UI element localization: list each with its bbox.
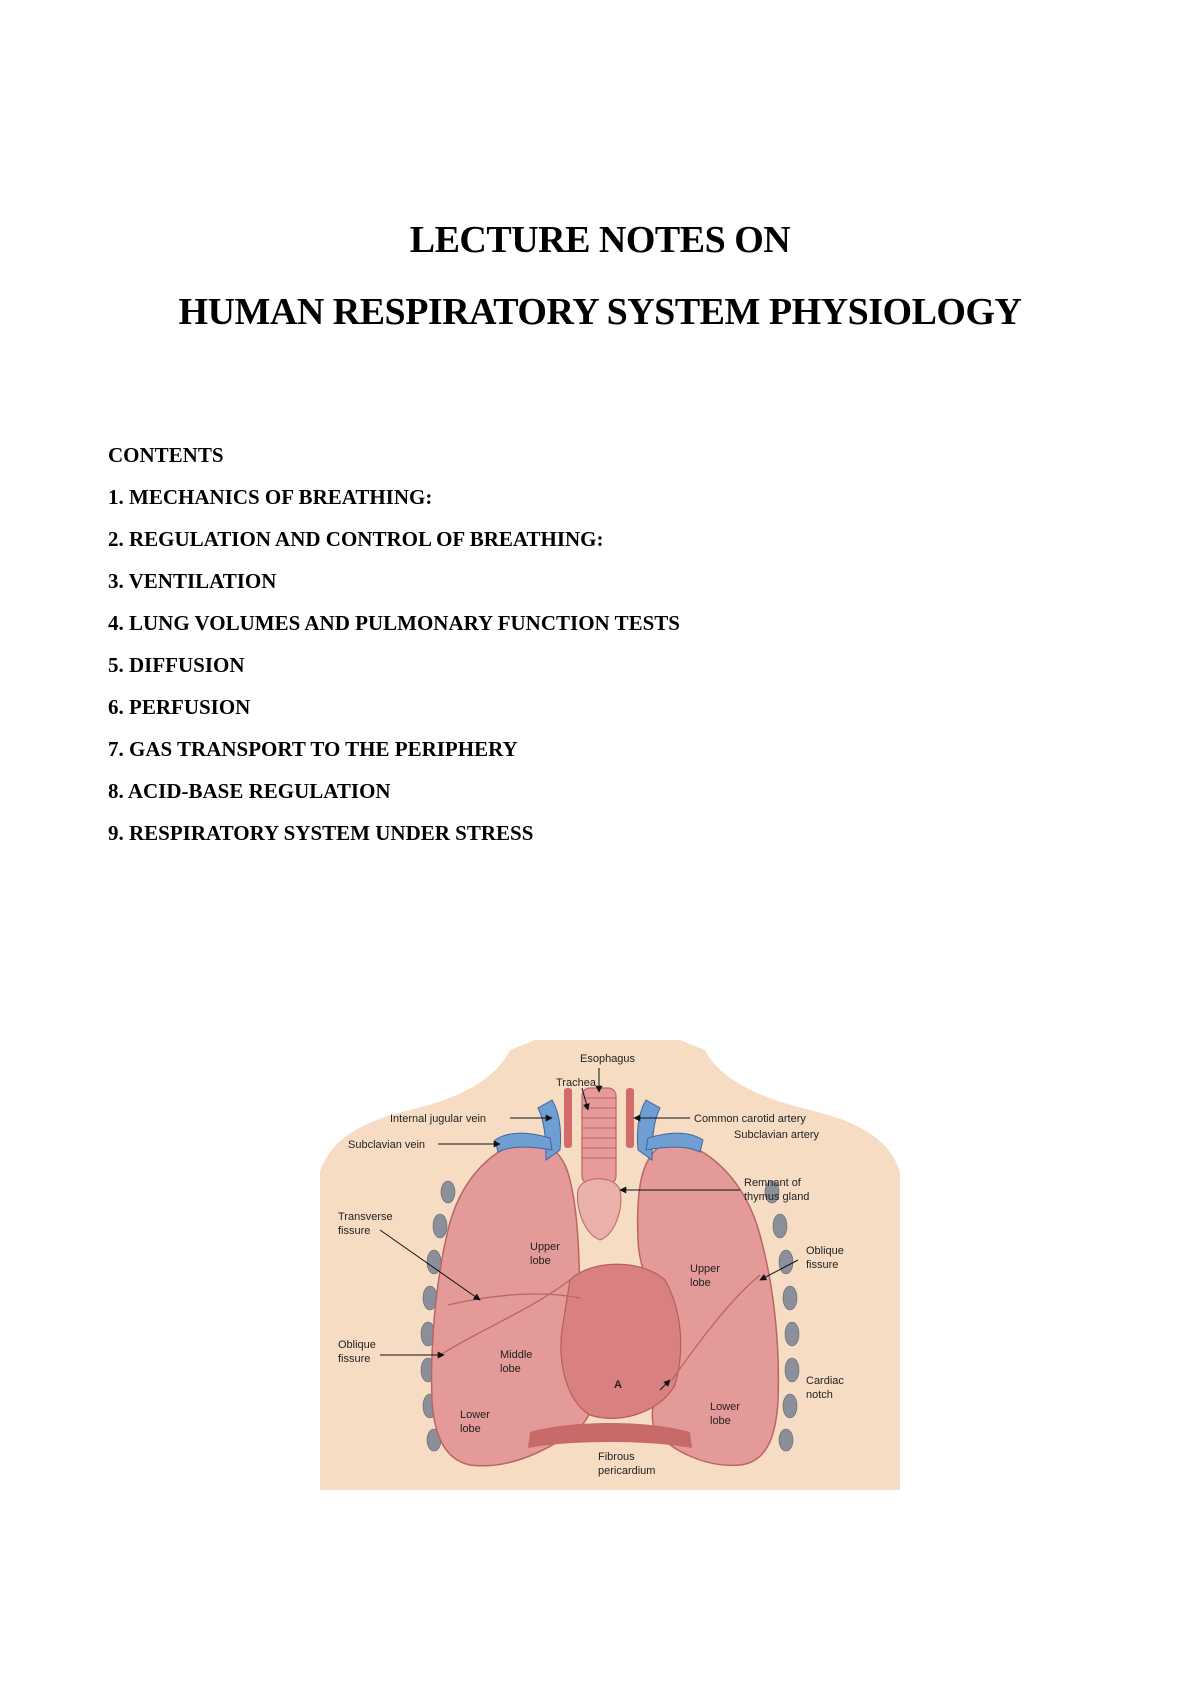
right-lung [430,1139,595,1467]
contents-item: 8. ACID-BASE REGULATION [108,779,391,803]
title-line-1: LECTURE NOTES ON [409,219,791,261]
label-oblique-fissure-left-2: fissure [806,1259,838,1271]
label-fibrous-pericardium-1: Fibrous [598,1451,635,1463]
label-trachea: Trachea [556,1077,597,1089]
contents-heading: CONTENTS [108,443,224,467]
table-of-contents: CONTENTS 1. MECHANICS OF BREATHING: 2. R… [108,442,680,862]
label-remnant-thymus-1: Remnant of [744,1177,802,1189]
label-cardiac-notch-1: Cardiac [806,1375,844,1387]
label-upper-lobe-right-1: Upper [530,1241,560,1253]
label-oblique-fissure-right-2: fissure [338,1353,370,1365]
label-apex-marker: A [614,1379,622,1391]
trachea [581,1087,617,1185]
contents-item: 1. MECHANICS OF BREATHING: [108,485,433,509]
lung-anatomy-illustration: Esophagus Trachea Internal jugular vein … [320,1040,900,1490]
title-line-2: HUMAN RESPIRATORY SYSTEM PHYSIOLOGY [178,291,1022,333]
label-subclavian-vein: Subclavian vein [348,1139,425,1151]
lung-anatomy-figure: Esophagus Trachea Internal jugular vein … [320,1040,900,1490]
label-lower-lobe-right-2: lobe [460,1423,481,1435]
contents-item: 5. DIFFUSION [108,653,245,677]
contents-item: 6. PERFUSION [108,695,251,719]
label-lower-lobe-left-2: lobe [710,1415,731,1427]
label-upper-lobe-left-1: Upper [690,1263,720,1275]
label-subclavian-artery: Subclavian artery [734,1129,819,1141]
label-middle-lobe-2: lobe [500,1363,521,1375]
label-oblique-fissure-right-1: Oblique [338,1339,376,1351]
heart [560,1263,682,1419]
contents-item: 9. RESPIRATORY SYSTEM UNDER STRESS [108,821,534,845]
contents-item: 2. REGULATION AND CONTROL OF BREATHING: [108,527,604,551]
label-remnant-thymus-2: thymus gland [744,1191,809,1203]
contents-item: 3. VENTILATION [108,569,277,593]
great-vessels [494,1099,704,1161]
label-fibrous-pericardium-2: pericardium [598,1465,655,1477]
label-internal-jugular-vein: Internal jugular vein [390,1113,486,1125]
thymus-remnant [576,1178,622,1241]
leader-lines [379,1068,799,1391]
label-common-carotid-artery: Common carotid artery [694,1113,806,1125]
label-lower-lobe-left-1: Lower [710,1401,740,1413]
lung-fissures [439,1274,761,1381]
label-upper-lobe-left-2: lobe [690,1277,711,1289]
label-upper-lobe-right-2: lobe [530,1255,551,1267]
carotid-arteries [564,1088,634,1148]
contents-item: 7. GAS TRANSPORT TO THE PERIPHERY [108,737,518,761]
label-cardiac-notch-2: notch [806,1389,833,1401]
label-esophagus: Esophagus [580,1053,636,1065]
label-lower-lobe-right-1: Lower [460,1409,490,1421]
label-oblique-fissure-left-1: Oblique [806,1245,844,1257]
label-middle-lobe-1: Middle [500,1349,532,1361]
label-transverse-fissure-1: Transverse [338,1211,393,1223]
label-transverse-fissure-2: fissure [338,1225,370,1237]
fibrous-pericardium [528,1423,692,1448]
contents-item: 4. LUNG VOLUMES AND PULMONARY FUNCTION T… [108,611,680,635]
